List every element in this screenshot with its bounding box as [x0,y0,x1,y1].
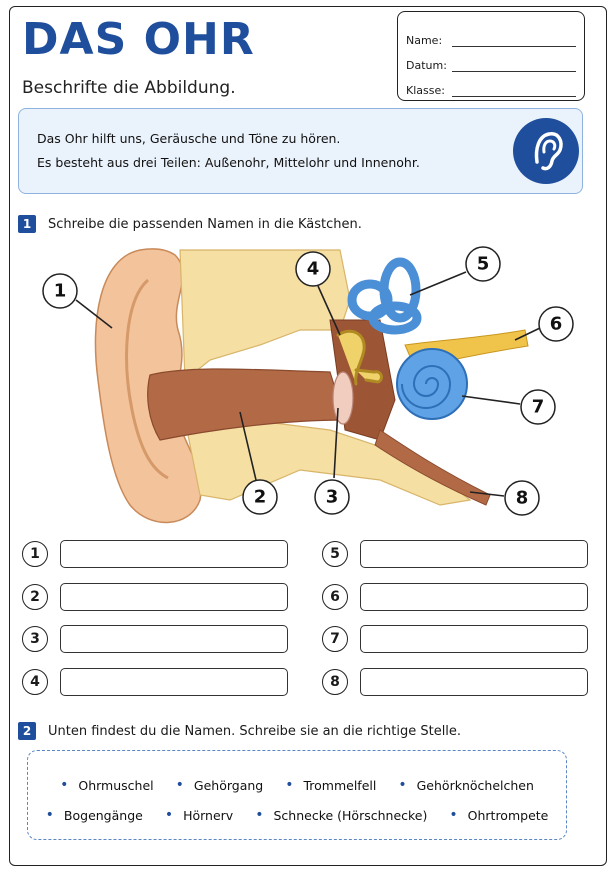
svg-text:7: 7 [532,397,545,418]
answer-row-8: 8 [322,668,588,696]
answer-number-5: 5 [322,541,348,567]
page-title: DAS OHR [22,14,255,65]
answer-number-3: 3 [22,626,48,652]
answer-row-6: 6 [322,583,588,611]
ear-diagram: 1 2 3 4 5 6 7 8 [42,246,574,524]
word-bank-row-2: Bogengänge Hörnerv Schnecke (Hörschnecke… [28,807,566,823]
task-2-heading: 2 Unten findest du die Namen. Schreibe s… [18,722,461,740]
intro-box: Das Ohr hilft uns, Geräusche und Töne zu… [18,108,583,194]
answer-row-7: 7 [322,625,588,653]
task-2-number: 2 [18,722,36,740]
word-trommelfell: Trommelfell [285,777,376,793]
date-row: Datum: [406,47,576,72]
cochlea-shape [396,348,468,420]
callout-4: 4 [295,251,331,287]
answer-number-2: 2 [22,584,48,610]
task-1-heading: 1 Schreibe die passenden Namen in die Kä… [18,215,362,233]
answer-box-3[interactable] [60,625,288,653]
answer-box-5[interactable] [360,540,588,568]
word-ohrtrompete: Ohrtrompete [449,807,549,823]
svg-text:3: 3 [326,487,339,508]
svg-text:1: 1 [54,281,67,302]
answer-number-1: 1 [22,541,48,567]
answer-number-7: 7 [322,626,348,652]
intro-line-1: Das Ohr hilft uns, Geräusche und Töne zu… [37,131,341,146]
word-ohrmuschel: Ohrmuschel [60,777,153,793]
answer-number-6: 6 [322,584,348,610]
answer-row-5: 5 [322,540,588,568]
name-line[interactable] [452,35,576,47]
task-2-instruction: Unten findest du die Namen. Schreibe sie… [48,723,462,739]
word-gehoergang: Gehörgang [176,777,263,793]
svg-text:6: 6 [550,314,563,335]
word-bank: Ohrmuschel Gehörgang Trommelfell Gehörkn… [27,750,567,840]
name-label: Name: [406,34,443,47]
date-line[interactable] [452,60,576,72]
word-hoernerv: Hörnerv [165,807,233,823]
word-bank-row-1: Ohrmuschel Gehörgang Trommelfell Gehörkn… [28,777,566,793]
task-1-instruction: Schreibe die passenden Namen in die Käst… [48,216,362,232]
callout-7: 7 [520,389,556,425]
ear-canal-shape [147,368,346,441]
name-row: Name: [406,22,576,47]
answer-row-3: 3 [22,625,288,653]
class-row: Klasse: [406,72,576,97]
task-1-number: 1 [18,215,36,233]
intro-line-2: Es besteht aus drei Teilen: Außenohr, Mi… [37,155,420,170]
page-subtitle: Beschrifte die Abbildung. [22,78,236,98]
callout-2: 2 [242,479,278,515]
answer-row-4: 4 [22,668,288,696]
svg-text:4: 4 [307,259,320,280]
date-label: Datum: [406,59,447,72]
answer-row-1: 1 [22,540,288,568]
answer-row-2: 2 [22,583,288,611]
word-gehoerknoechelchen: Gehörknöchelchen [398,777,534,793]
callout-3: 3 [314,479,350,515]
callout-6: 6 [538,306,574,342]
semicircular-canals-shape [347,257,422,335]
answer-box-4[interactable] [60,668,288,696]
ear-icon [513,118,579,184]
ossicles-shape [336,329,383,386]
word-schnecke: Schnecke (Hörschnecke) [255,807,427,823]
svg-text:8: 8 [516,488,529,509]
word-bogengaenge: Bogengänge [46,807,143,823]
eustachian-tube-shape [374,429,491,506]
answer-box-8[interactable] [360,668,588,696]
callout-1: 1 [42,273,78,309]
answer-box-7[interactable] [360,625,588,653]
answer-number-8: 8 [322,669,348,695]
class-line[interactable] [452,85,576,97]
answer-box-1[interactable] [60,540,288,568]
answer-box-2[interactable] [60,583,288,611]
svg-text:2: 2 [254,487,267,508]
answer-number-4: 4 [22,669,48,695]
eardrum-shape [332,371,354,425]
student-info-box: Name: Datum: Klasse: [397,11,585,101]
svg-text:5: 5 [477,254,490,275]
callout-8: 8 [504,480,540,516]
class-label: Klasse: [406,84,445,97]
answer-box-6[interactable] [360,583,588,611]
callout-5: 5 [465,246,501,282]
